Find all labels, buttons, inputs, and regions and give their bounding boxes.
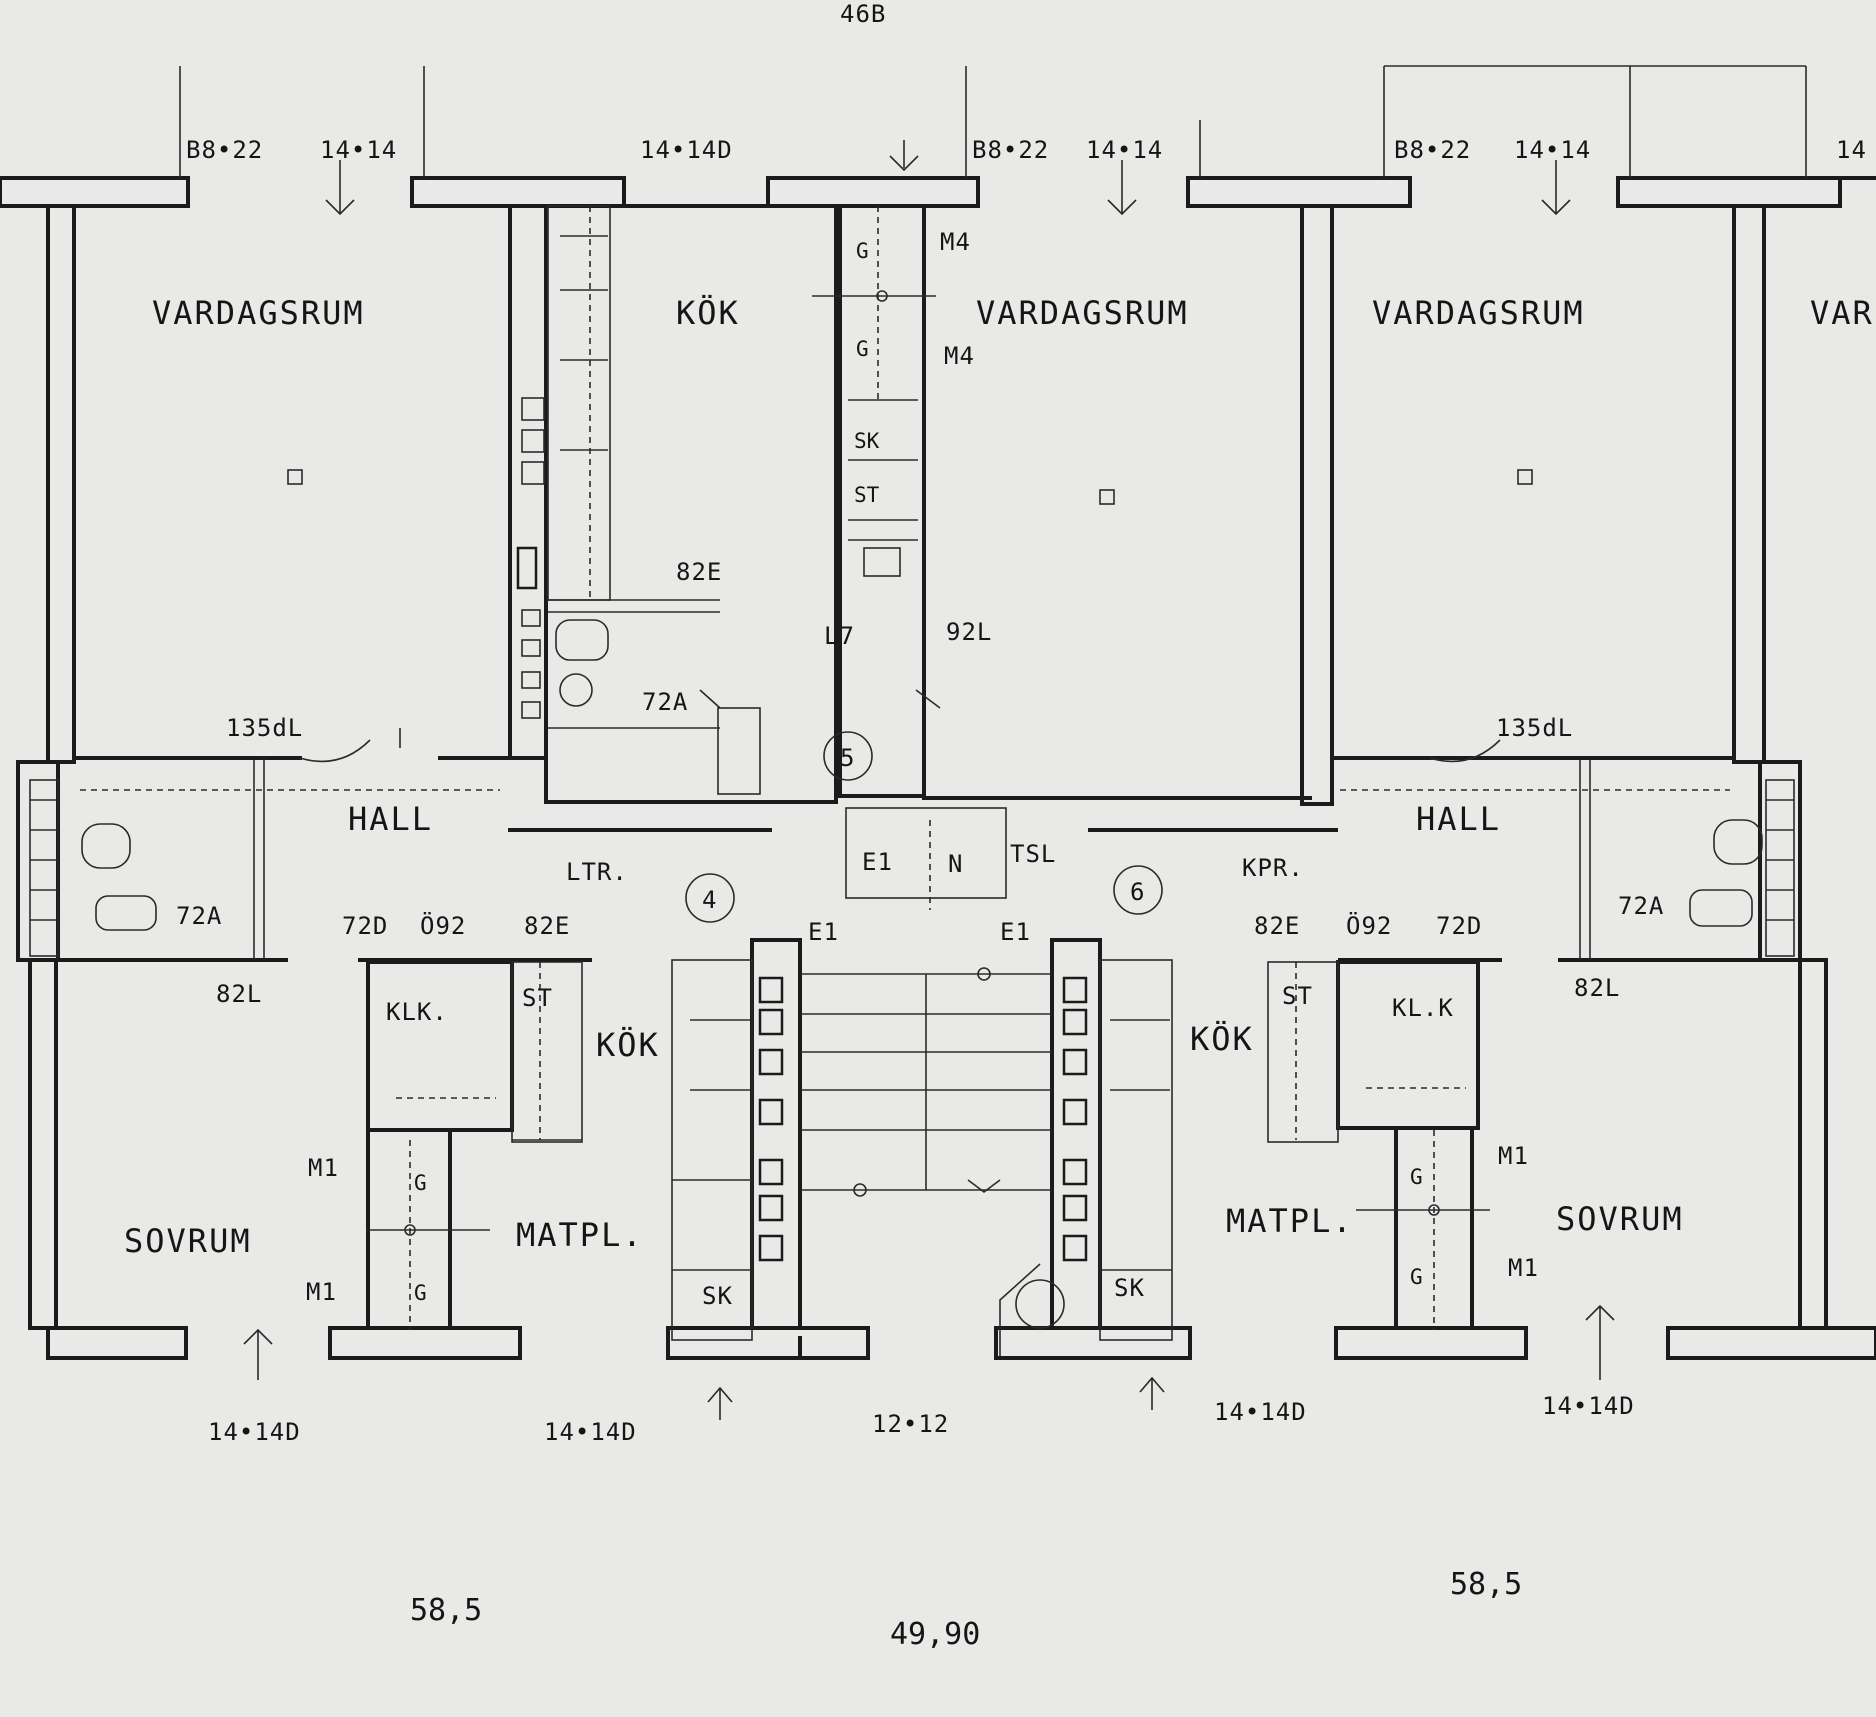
label-tsl: TSL (1010, 840, 1056, 868)
room-sovrum-right: SOVRUM (1556, 1200, 1684, 1238)
label-82e-upper: 82E (676, 558, 722, 586)
label-14x14d-bottom-3: 14•14D (1214, 1398, 1307, 1426)
room-sovrum-left: SOVRUM (124, 1222, 252, 1260)
sheet-number: 46B (840, 0, 886, 28)
fixtures (29, 65, 1807, 1420)
label-14x14d-top: 14•14D (640, 136, 733, 164)
interior-walls (16, 204, 1828, 1360)
label-klk-left: KLK. (386, 998, 448, 1026)
label-st-shaft: ST (854, 483, 880, 507)
label-m4-1: M4 (940, 228, 971, 256)
room-vardagsrum-cut: VAR (1810, 294, 1874, 332)
label-e1-left: E1 (808, 918, 839, 946)
room-vardagsrum-left: VARDAGSRUM (152, 294, 365, 332)
label-14x14d-bottom-4: 14•14D (1542, 1392, 1635, 1420)
labels: 46B B8•22 14•14 14•14D B8•22 14•14 B8•22… (124, 0, 1874, 1652)
label-g-right-2: G (1410, 1265, 1423, 1289)
label-m1-right-2: M1 (1508, 1254, 1539, 1282)
label-72a-right: 72A (1618, 892, 1664, 920)
label-g-left-1: G (414, 1171, 427, 1195)
label-n: N (948, 850, 963, 878)
label-o92-right: Ö92 (1346, 911, 1392, 940)
label-135dl-right: 135dL (1496, 714, 1573, 742)
label-kpr: KPR. (1242, 854, 1304, 882)
label-12x12: 12•12 (872, 1410, 949, 1438)
label-72a-left: 72A (176, 902, 222, 930)
label-o92-left: Ö92 (420, 911, 466, 940)
room-kok-upper: KÖK (676, 294, 740, 332)
apartment-number-4: 4 (702, 886, 717, 914)
label-14x14-1: 14•14 (320, 136, 397, 164)
room-kok-lower-left: KÖK (596, 1026, 660, 1064)
label-sk-shaft: SK (854, 429, 880, 453)
room-matpl-right: MATPL. (1226, 1202, 1354, 1240)
label-72d-left: 72D (342, 912, 388, 940)
label-82l-right: 82L (1574, 974, 1620, 1002)
label-g-right-1: G (1410, 1165, 1423, 1189)
label-sk-left: SK (702, 1282, 733, 1310)
room-matpl-left: MATPL. (516, 1216, 644, 1254)
label-m1-right-1: M1 (1498, 1142, 1529, 1170)
room-vardagsrum-right: VARDAGSRUM (1372, 294, 1585, 332)
apartment-number-6: 6 (1130, 878, 1145, 906)
label-b8-22-3: B8•22 (1394, 136, 1471, 164)
label-m1-left-1: M1 (308, 1154, 339, 1182)
label-14x14-cut: 14 (1836, 136, 1867, 164)
label-e1-right: E1 (1000, 918, 1031, 946)
label-m1-left-2: M1 (306, 1278, 337, 1306)
label-m4-2: M4 (944, 342, 975, 370)
label-82e-left: 82E (524, 912, 570, 940)
room-hall-left: HALL (348, 800, 433, 838)
label-14x14-3: 14•14 (1514, 136, 1591, 164)
label-14x14d-bottom-2: 14•14D (544, 1418, 637, 1446)
label-14x14-2: 14•14 (1086, 136, 1163, 164)
label-72d-right: 72D (1436, 912, 1482, 940)
label-e1-top: E1 (862, 848, 893, 876)
room-kok-lower-right: KÖK (1190, 1020, 1254, 1058)
label-ltr: LTR. (566, 858, 628, 886)
label-135dl-left: 135dL (226, 714, 303, 742)
area-center: 49,90 (890, 1617, 980, 1652)
label-st-right: ST (1282, 982, 1313, 1010)
label-14x14d-bottom-1: 14•14D (208, 1418, 301, 1446)
room-vardagsrum-middle: VARDAGSRUM (976, 294, 1189, 332)
apartment-markers: 5 4 6 (685, 731, 1163, 923)
area-right: 58,5 (1450, 1567, 1522, 1602)
room-hall-right: HALL (1416, 800, 1501, 838)
label-72a-center: 72A (642, 688, 688, 716)
label-92l: 92L (946, 618, 992, 646)
apartment-number-5: 5 (840, 744, 855, 772)
area-left: 58,5 (410, 1593, 482, 1628)
label-g-left-2: G (414, 1281, 427, 1305)
label-g-shaft-1: G (856, 239, 869, 263)
label-st-left: ST (522, 984, 553, 1012)
label-82e-right: 82E (1254, 912, 1300, 940)
label-klk-right: KL.K (1392, 994, 1454, 1022)
label-82l-left: 82L (216, 980, 262, 1008)
exterior-walls (0, 176, 1876, 1360)
label-l7: L7 (824, 622, 855, 650)
label-b8-22-2: B8•22 (972, 136, 1049, 164)
label-sk-right: SK (1114, 1274, 1145, 1302)
label-b8-22-1: B8•22 (186, 136, 263, 164)
label-g-shaft-2: G (856, 337, 869, 361)
